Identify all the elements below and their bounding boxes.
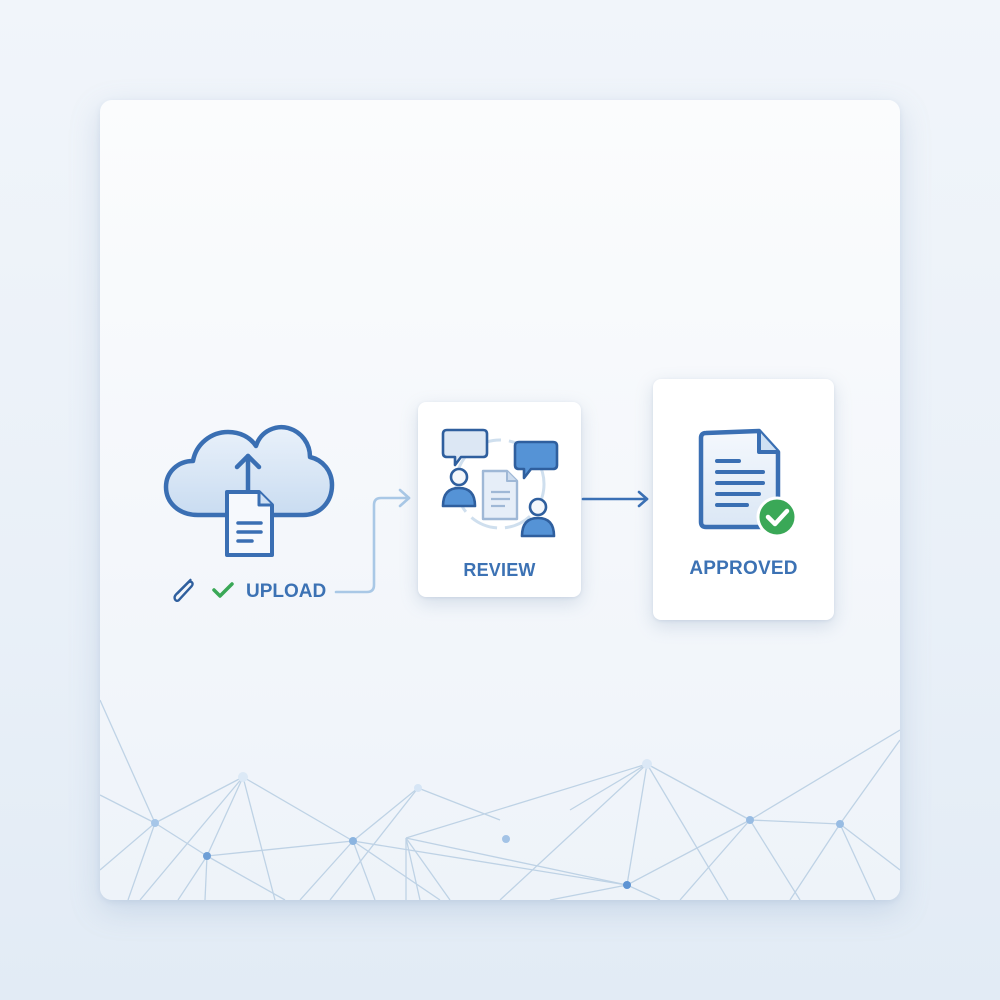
step-approved-card: APPROVED: [653, 379, 834, 620]
checkmark-icon: [212, 582, 234, 598]
diagram-panel: UPLOAD REVIEW: [100, 100, 900, 900]
step-review-card: REVIEW: [418, 402, 581, 597]
connector-upload-to-review: [334, 488, 411, 594]
step-label-review: REVIEW: [463, 560, 536, 580]
cloud-upload-document-icon: [163, 425, 335, 557]
document-approved-icon: [698, 428, 798, 537]
paperclip-icon: [173, 578, 194, 602]
collaborative-review-icon: [441, 428, 559, 538]
network-mesh-decoration: [100, 699, 900, 900]
step-label-upload: UPLOAD: [246, 581, 327, 602]
connector-review-to-approved: [581, 490, 649, 508]
step-upload: UPLOAD: [160, 420, 340, 610]
step-label-approved: APPROVED: [689, 558, 798, 579]
